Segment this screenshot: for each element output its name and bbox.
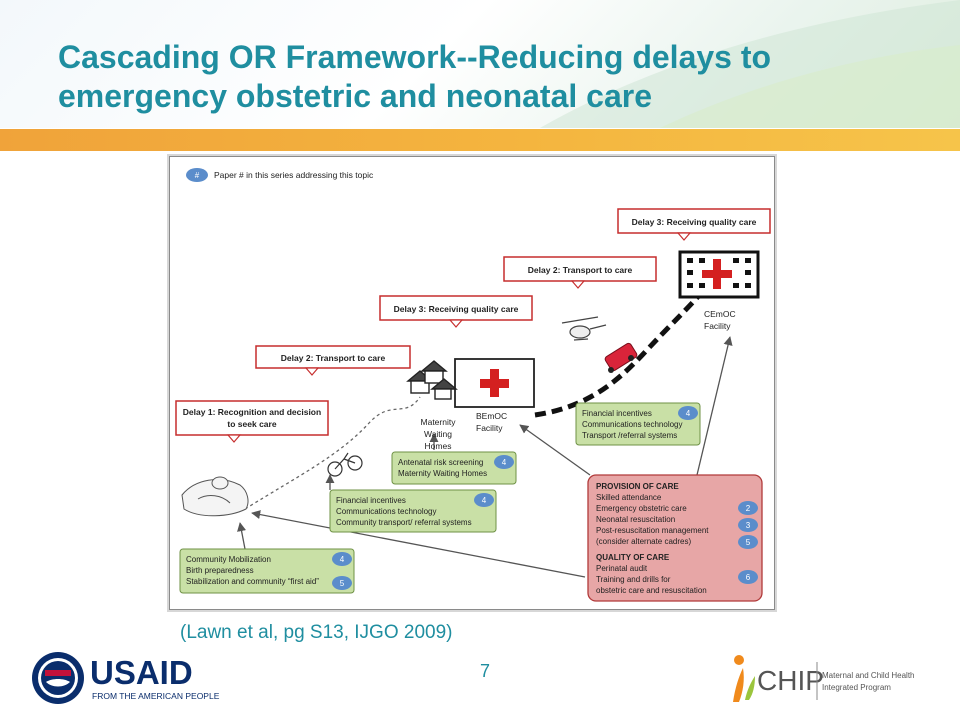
house-icon (406, 360, 458, 400)
bemoc-facility: BEmOC Facility (454, 358, 535, 433)
paper-badge-number: 2 (746, 504, 751, 513)
mchip-wordmark: CHIP (757, 665, 824, 696)
paper-badge-number: 5 (340, 579, 345, 588)
citation: (Lawn et al, pg S13, IJGO 2009) (180, 622, 453, 643)
quality-item: Perinatal audit (596, 564, 648, 573)
legend-symbol: # (195, 171, 200, 180)
transport-lower-line-3: Community transport/ referral systems (336, 518, 472, 527)
paper-badge (332, 552, 352, 566)
transport-lower-line-2: Communications technology (336, 507, 437, 516)
bemoc-cross-horizontal (480, 379, 509, 388)
delay-box-1: Delay 1: Recognition and decision to see… (175, 400, 329, 443)
cemoc-label-1: CEmOC (704, 309, 736, 319)
community-line-3: Stabilization and community “first aid” (186, 577, 319, 586)
paper-badge-number: 4 (340, 555, 345, 564)
usaid-logo: USAID FROM THE AMERICAN PEOPLE (32, 652, 220, 704)
provision-item: Emergency obstetric care (596, 504, 687, 513)
route-dashed-thin (244, 396, 421, 510)
header-swoosh-decoration (540, 0, 960, 128)
provision-item: Skilled attendance (596, 493, 662, 502)
legend: # Paper # in this series addressing this… (186, 168, 374, 182)
delay-box-3b: Delay 3: Receiving quality care (617, 208, 771, 241)
paper-badge (738, 570, 758, 584)
transport-upper-line-2: Communications technology (582, 420, 683, 429)
quality-item: obstetric care and resuscitation (596, 586, 707, 595)
mchip-tagline-2: Integrated Program (822, 683, 891, 692)
delay-box-2b-label: Delay 2: Transport to care (528, 265, 633, 275)
paper-badge (474, 493, 494, 507)
slide-title: Cascading OR Framework--Reducing delays … (58, 39, 772, 114)
delay-box-3b-label: Delay 3: Receiving quality care (632, 217, 757, 227)
delay-box-2a: Delay 2: Transport to care (255, 345, 411, 376)
bemoc-label-1: BEmOC (476, 411, 507, 421)
paper-badge (332, 576, 352, 590)
framework-diagram: # Paper # in this series addressing this… (170, 157, 774, 609)
delay-box-1-line-1: Delay 1: Recognition and decision (183, 407, 321, 417)
green-box-transport-upper: Financial incentives Communications tech… (575, 402, 701, 446)
provision-item: Neonatal resuscitation (596, 515, 675, 524)
green-box-transport-lower: Financial incentives Communications tech… (329, 489, 497, 533)
care-box: PROVISION OF CARE Skilled attendance Eme… (587, 474, 763, 602)
usaid-wordmark: USAID (90, 654, 193, 691)
delay-box-3a: Delay 3: Receiving quality care (379, 295, 533, 328)
delay-box-2b: Delay 2: Transport to care (503, 256, 657, 289)
paper-badge-number: 4 (502, 458, 507, 467)
mwh-label-2: Waiting (424, 429, 452, 439)
mwh-label-1: Maternity (421, 417, 457, 427)
community-line-2: Birth preparedness (186, 566, 254, 575)
paper-badge-number: 6 (746, 573, 751, 582)
paper-badge-number: 5 (746, 538, 751, 547)
maternity-waiting-homes: Maternity Waiting Homes (406, 360, 458, 451)
page-number: 7 (480, 661, 491, 681)
quality-heading: QUALITY OF CARE (596, 553, 670, 562)
antenatal-line-2: Maternity Waiting Homes (398, 469, 487, 478)
mchip-logo: CHIP Maternal and Child Health Integrate… (733, 655, 915, 702)
arrow-care-to-cemoc (696, 336, 733, 476)
bicycle-icon (327, 452, 363, 477)
green-box-community: Community Mobilization Birth preparednes… (179, 548, 355, 594)
cemoc-cross-horizontal (702, 270, 732, 278)
header-band (0, 129, 960, 151)
usaid-seal-icon (32, 652, 84, 704)
paper-badge (738, 535, 758, 549)
transport-upper-line-3: Transport /referral systems (582, 431, 677, 440)
community-line-1: Community Mobilization (186, 555, 271, 564)
cemoc-label-2: Facility (704, 321, 731, 331)
route-dashed-thick (534, 283, 710, 418)
bemoc-label-2: Facility (476, 423, 503, 433)
provision-item: Post-resuscitation management (596, 526, 709, 535)
cemoc-facility: CEmOC Facility (678, 250, 760, 331)
arrow-community-to-mother (237, 522, 247, 550)
paper-badge (738, 501, 758, 515)
mchip-figure-icon (733, 655, 755, 702)
delay-box-1-line-2: to seek care (227, 419, 276, 429)
arrow-care-to-bemoc (519, 424, 591, 476)
paper-badge-number: 4 (686, 409, 691, 418)
mwh-label-3: Homes (425, 441, 452, 451)
provision-heading: PROVISION OF CARE (596, 482, 679, 491)
paper-badge (678, 406, 698, 420)
usaid-tagline: FROM THE AMERICAN PEOPLE (92, 691, 220, 701)
provision-item: (consider alternate cadres) (596, 537, 691, 546)
antenatal-line-1: Antenatal risk screening (398, 458, 483, 467)
quality-item: Training and drills for (596, 575, 671, 584)
paper-badge-number: 4 (482, 496, 487, 505)
legend-text: Paper # in this series addressing this t… (214, 170, 374, 180)
transport-upper-line-1: Financial incentives (582, 409, 652, 418)
paper-badge (738, 518, 758, 532)
cemoc-windows (687, 258, 751, 288)
arrow-care-to-mother (251, 510, 586, 578)
transport-lower-line-1: Financial incentives (336, 496, 406, 505)
mother-and-baby-icon (181, 476, 249, 517)
helicopter-icon (561, 316, 607, 341)
delay-box-3a-label: Delay 3: Receiving quality care (394, 304, 519, 314)
mchip-tagline-1: Maternal and Child Health (822, 671, 915, 680)
bemoc-building (454, 358, 535, 408)
delay-box-2a-label: Delay 2: Transport to care (281, 353, 386, 363)
green-box-antenatal: Antenatal risk screening Maternity Waiti… (391, 451, 517, 485)
paper-badge (494, 455, 514, 469)
paper-badge-number: 3 (746, 521, 751, 530)
ambulance-icon (604, 342, 638, 373)
legend-paper-badge (186, 168, 208, 182)
